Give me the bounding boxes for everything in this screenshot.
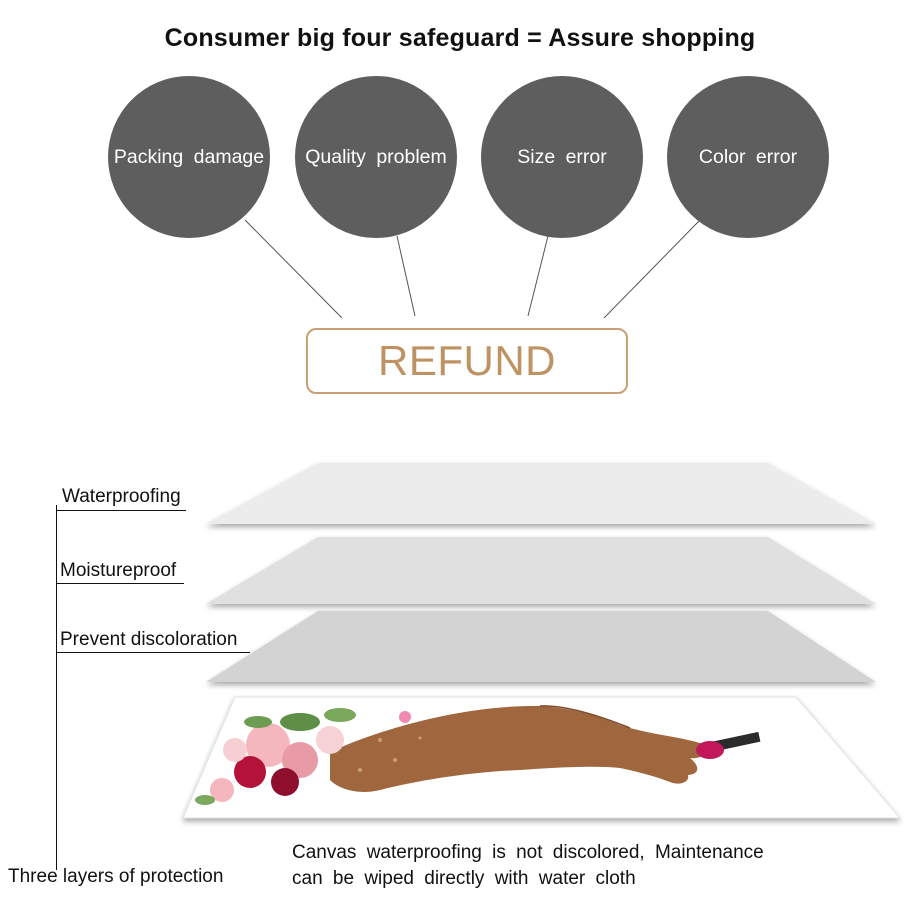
label-underline — [56, 652, 250, 653]
issue-circle-color-error: Color error — [667, 76, 829, 238]
canvas-print-image — [182, 696, 902, 819]
caption-text: Canvas waterproofing is not discolored, … — [292, 840, 792, 892]
connector-line-size — [527, 235, 549, 317]
issue-label: Color error — [698, 145, 798, 168]
page-title: Consumer big four safeguard = Assure sho… — [164, 24, 756, 52]
layer-prevent-discoloration — [206, 611, 876, 682]
layer-waterproofing — [206, 463, 876, 524]
hand-illustration — [330, 705, 708, 792]
caption-line: can be wiped directly with water cloth — [292, 868, 636, 889]
layer-moistureproof — [206, 537, 876, 604]
connector-line-packing — [244, 219, 343, 319]
refund-label: REFUND — [378, 337, 556, 384]
protection-summary-label: Three layers of protection — [8, 866, 224, 887]
label-underline — [56, 583, 184, 584]
caption-line: Canvas waterproofing is not discolored, … — [292, 842, 764, 863]
layer-label-moistureproof: Moistureproof — [60, 560, 177, 581]
issue-circle-quality-problem: Quality problem — [295, 76, 457, 238]
layer-label-waterproofing: Waterproofing — [62, 486, 181, 507]
issue-label: Packing damage — [113, 145, 265, 168]
issue-circle-packing-damage: Packing damage — [108, 76, 270, 238]
layer-label-prevent-discoloration: Prevent discoloration — [60, 629, 238, 650]
refund-box: REFUND — [306, 328, 628, 394]
connector-line-color — [603, 219, 701, 319]
bracket-line — [56, 505, 57, 870]
label-underline — [56, 510, 186, 511]
issue-circle-size-error: Size error — [481, 76, 643, 238]
issue-label: Size error — [517, 145, 607, 168]
issue-label: Quality problem — [305, 145, 447, 168]
connector-line-quality — [396, 235, 416, 317]
